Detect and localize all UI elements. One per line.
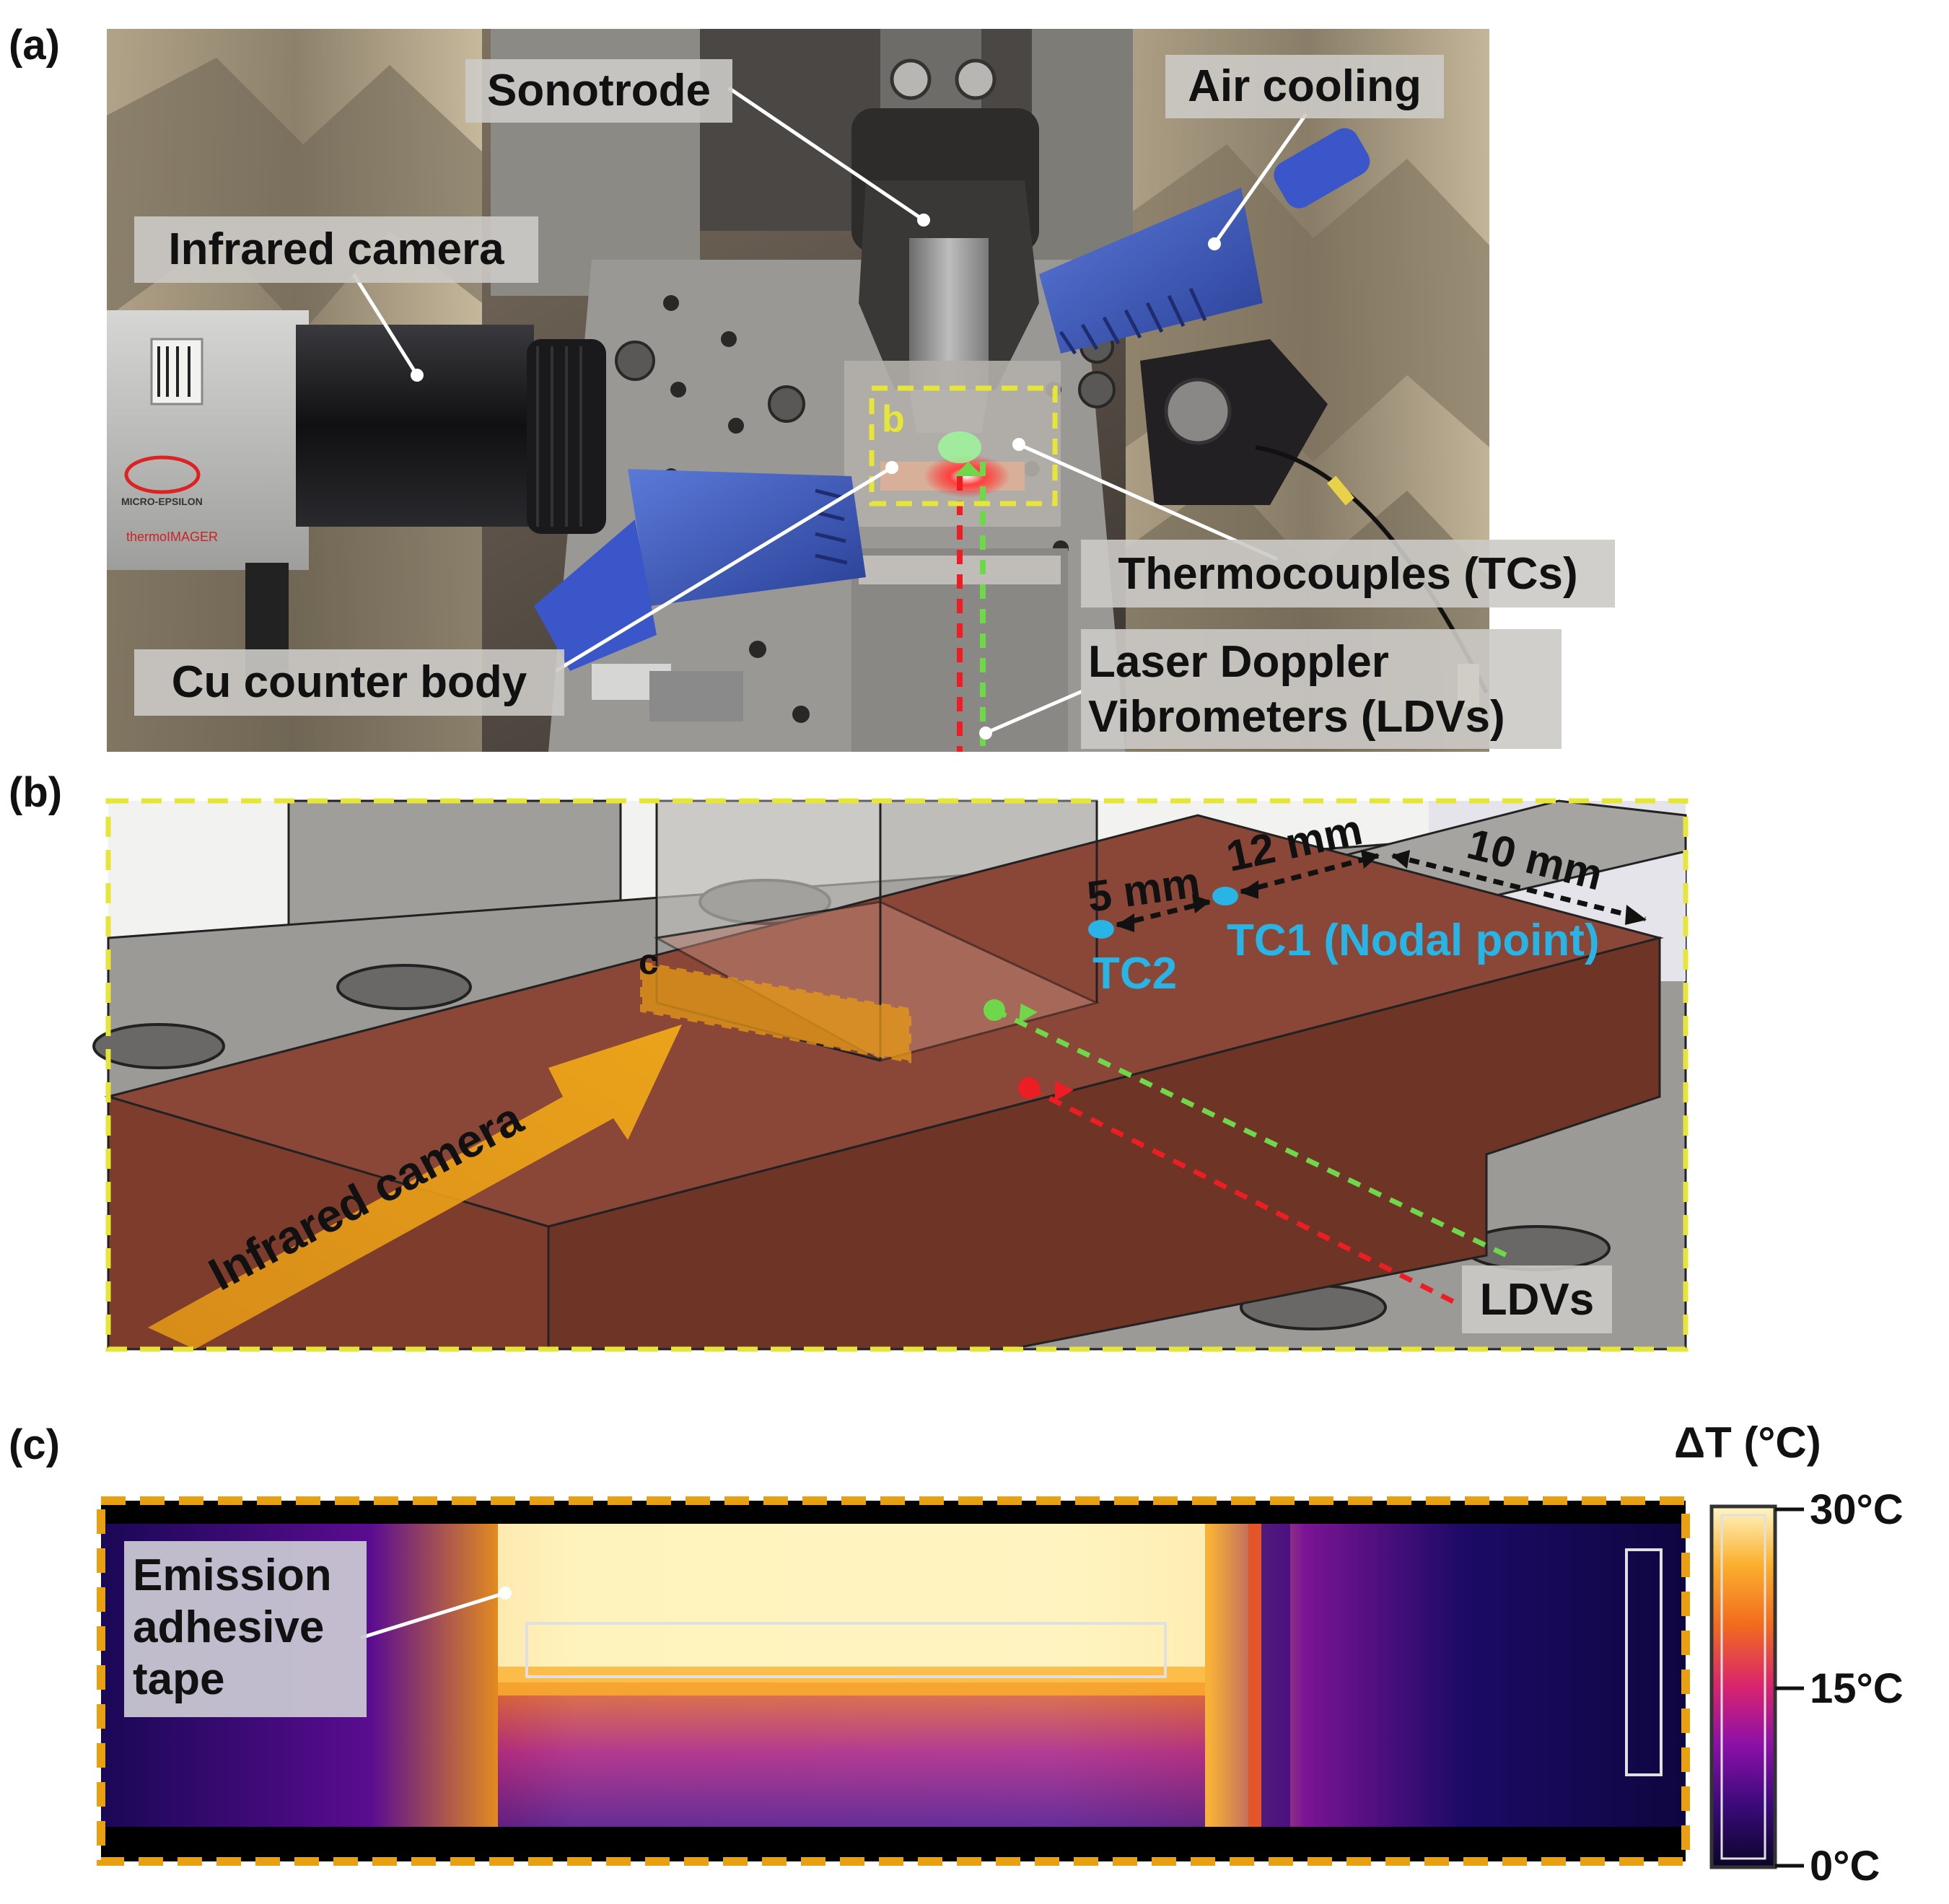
zoom-box-c <box>640 961 911 1063</box>
ldv-spot-red <box>1018 1077 1040 1099</box>
label-tc1: TC1 (Nodal point) <box>1227 916 1600 965</box>
colorbar-tick-min: 0°C <box>1810 1843 1880 1890</box>
panel-a: (a) <box>9 22 1615 752</box>
air-cooling-nozzle-left <box>534 469 866 721</box>
zoom-box-b <box>869 385 1058 506</box>
tc1-spot <box>1212 887 1238 905</box>
label-ldvs: LDVs <box>1480 1275 1594 1325</box>
label-tape-line3: tape <box>133 1654 224 1704</box>
roi-tape-box <box>525 1622 1167 1678</box>
callouts-a: Sonotrode Air cooling Infrared camera Th… <box>134 55 1615 749</box>
tc2-spot <box>1088 920 1114 939</box>
label-sonotrode: Sonotrode <box>487 66 711 115</box>
colorbar-tick-max: 30°C <box>1810 1486 1904 1533</box>
label-cu-counter-body: Cu counter body <box>172 657 527 707</box>
ldv-beam-green <box>993 1007 1508 1258</box>
callout-tape: Emission adhesive tape <box>124 1541 512 1717</box>
colorbar-title: ΔT (°C) <box>1674 1418 1821 1467</box>
panel-c: (c) Emission adhesive tape ΔT (°C) <box>9 1418 1904 1890</box>
label-ldv-line2: Vibrometers (LDVs) <box>1088 692 1505 742</box>
panel-b-letter: (b) <box>9 769 62 816</box>
zoom-marker-b: b <box>882 398 905 440</box>
camera-brand: MICRO-EPSILON <box>121 496 203 507</box>
label-tape-line2: adhesive <box>133 1602 324 1652</box>
roi-reference-box <box>1625 1548 1663 1776</box>
panel-b: (b) <box>9 769 1689 1352</box>
ldv-beam-red <box>1028 1085 1455 1304</box>
camera-model: thermoIMAGER <box>126 530 218 544</box>
cad-view: c Infrared camera <box>92 799 1687 1351</box>
panel-a-letter: (a) <box>9 22 60 69</box>
colorbar-tick-mid: 15°C <box>1810 1665 1904 1712</box>
label-thermocouples: Thermocouples (TCs) <box>1118 549 1577 599</box>
label-tc2: TC2 <box>1092 949 1177 999</box>
label-air-cooling: Air cooling <box>1188 61 1422 111</box>
label-infrared-camera: Infrared camera <box>168 224 504 274</box>
air-cooling-nozzle-right <box>1039 128 1370 355</box>
panel-c-letter: (c) <box>9 1421 60 1468</box>
ldv-spot-green <box>984 999 1005 1021</box>
sonotrode-photo <box>851 29 1039 433</box>
label-tape-line1: Emission <box>133 1550 332 1600</box>
zoom-frame-c <box>97 1496 1690 1866</box>
zoom-marker-c: c <box>639 942 659 982</box>
colorbar: ΔT (°C) 30°C 15°C 0°C <box>1674 1418 1904 1890</box>
label-ldv-line1: Laser Doppler <box>1088 637 1389 687</box>
